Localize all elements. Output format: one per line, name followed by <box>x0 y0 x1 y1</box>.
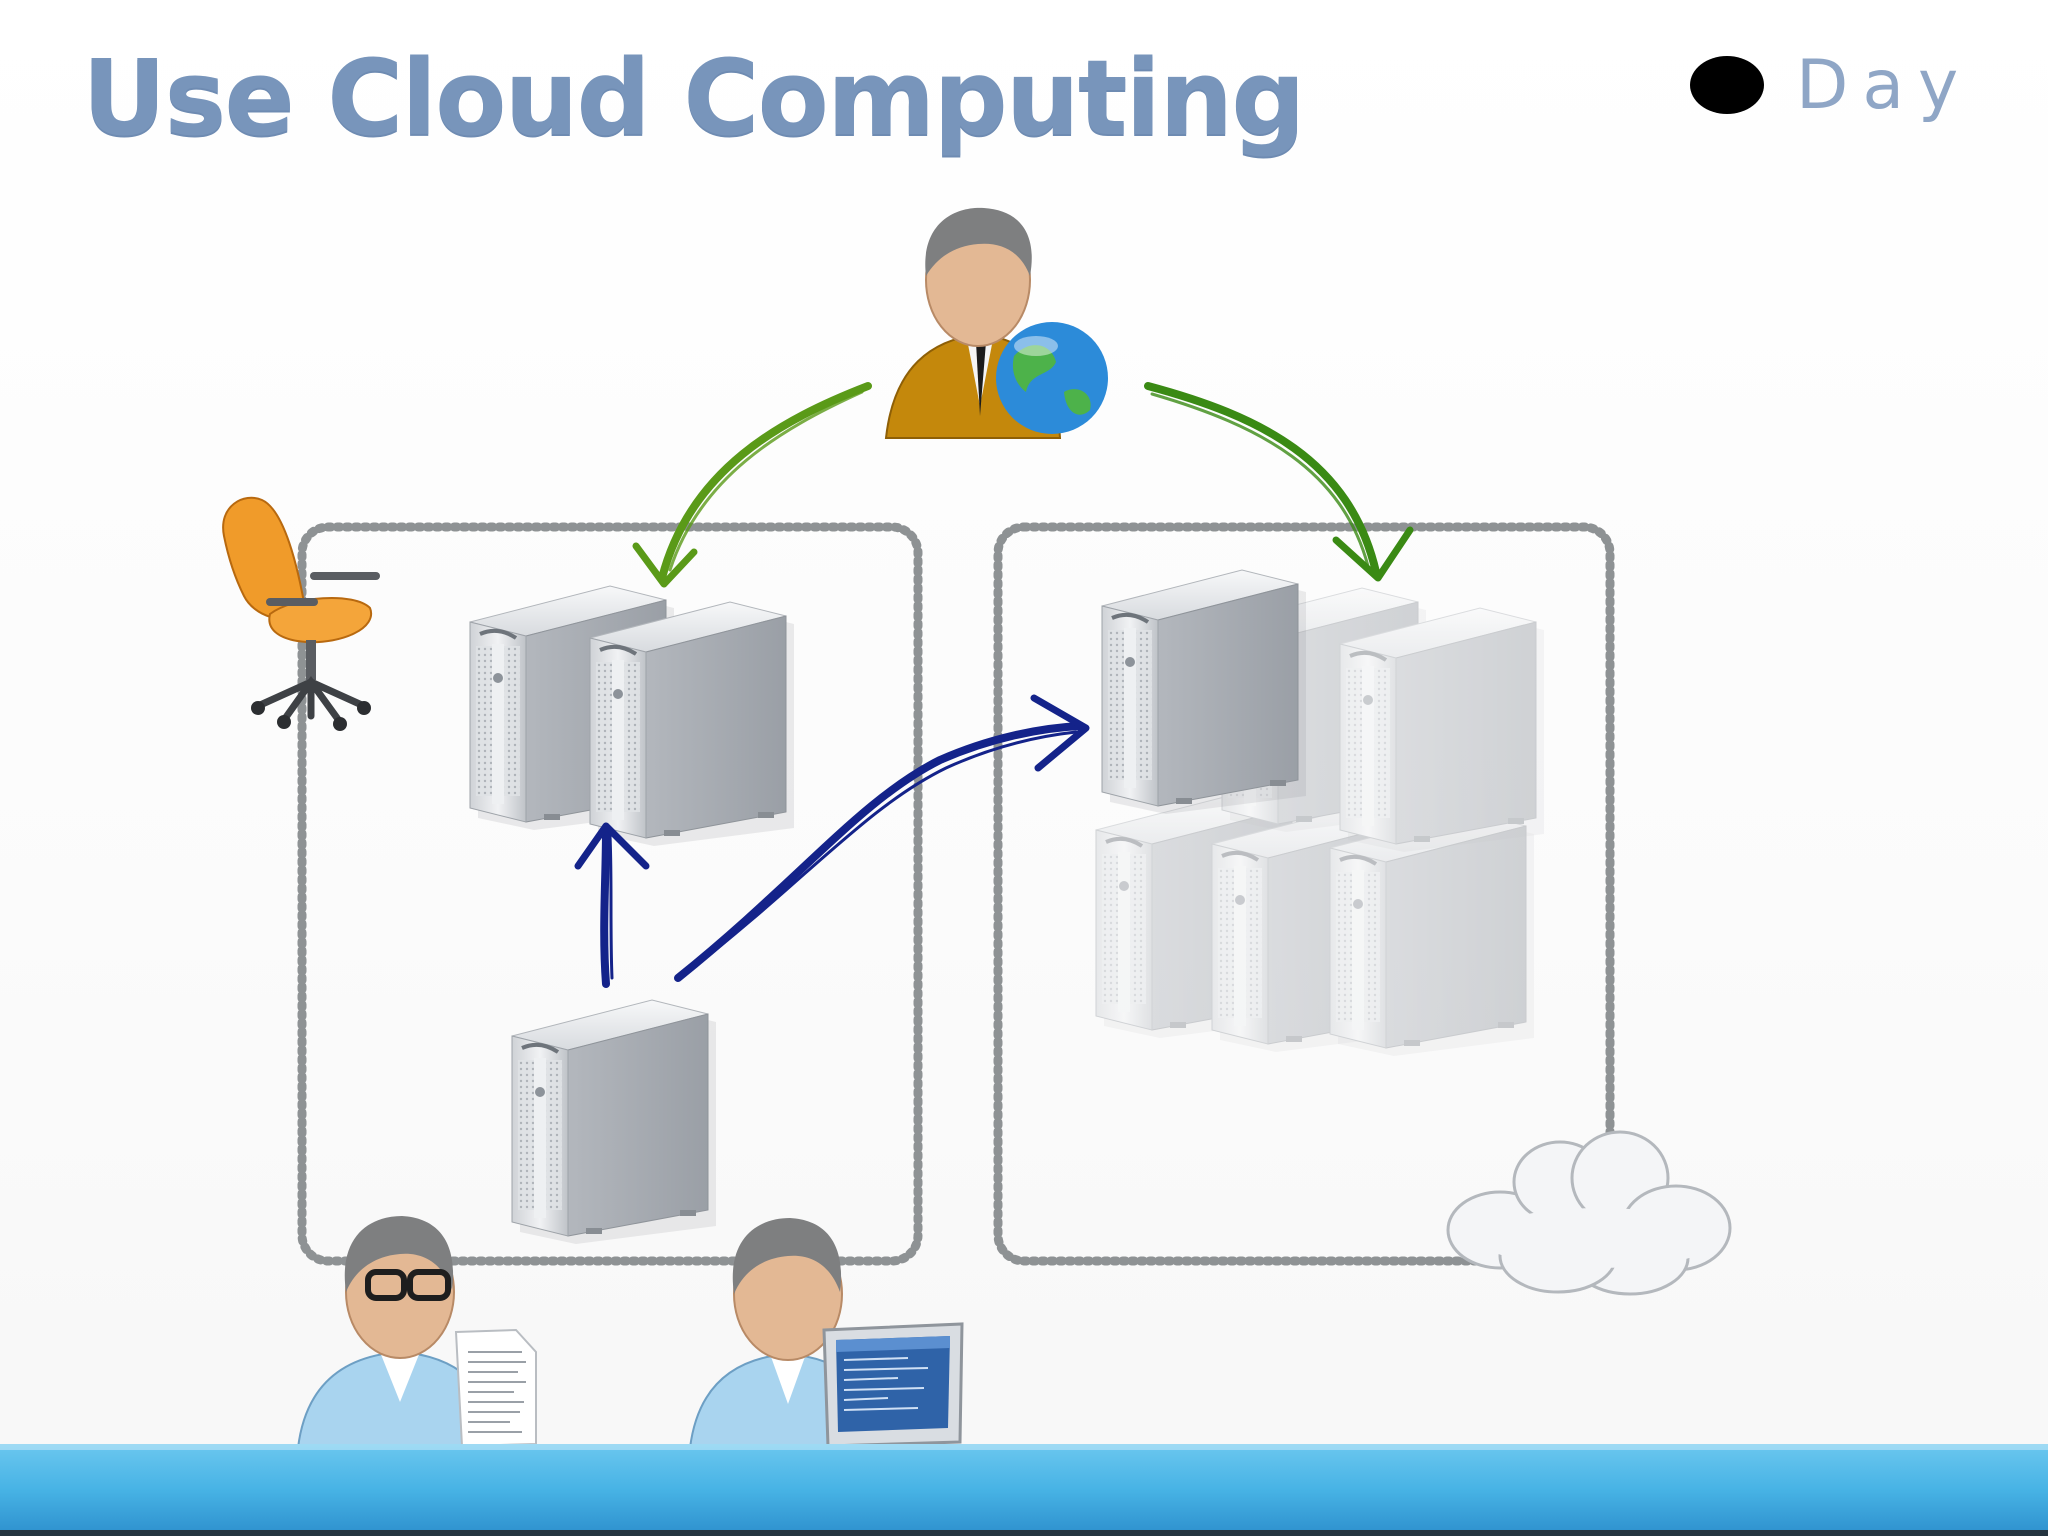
business-user-globe-icon <box>884 207 1108 439</box>
server-icon <box>1100 568 1308 816</box>
day-dot <box>1690 56 1764 114</box>
cloud-icon <box>1446 1130 1732 1296</box>
cloud-boundary <box>993 522 1615 1266</box>
day-label: Day <box>1796 46 1973 125</box>
server-icon <box>1338 606 1546 854</box>
green-arrow-right <box>1144 382 1414 582</box>
day-badge: Day <box>1688 46 1988 126</box>
user-document-icon <box>296 1216 537 1449</box>
server-icon <box>588 600 796 848</box>
office-chair-icon <box>222 496 380 731</box>
on-premise-boundary <box>297 522 923 1266</box>
slide-title: Use Cloud Computing <box>82 37 1306 159</box>
green-arrow-left <box>632 382 872 588</box>
blue-arrow-right <box>674 694 1090 982</box>
server-icon <box>1328 810 1536 1058</box>
bottom-bar <box>0 1444 2048 1536</box>
blue-arrow-up <box>574 822 650 988</box>
server-icon <box>510 998 718 1246</box>
